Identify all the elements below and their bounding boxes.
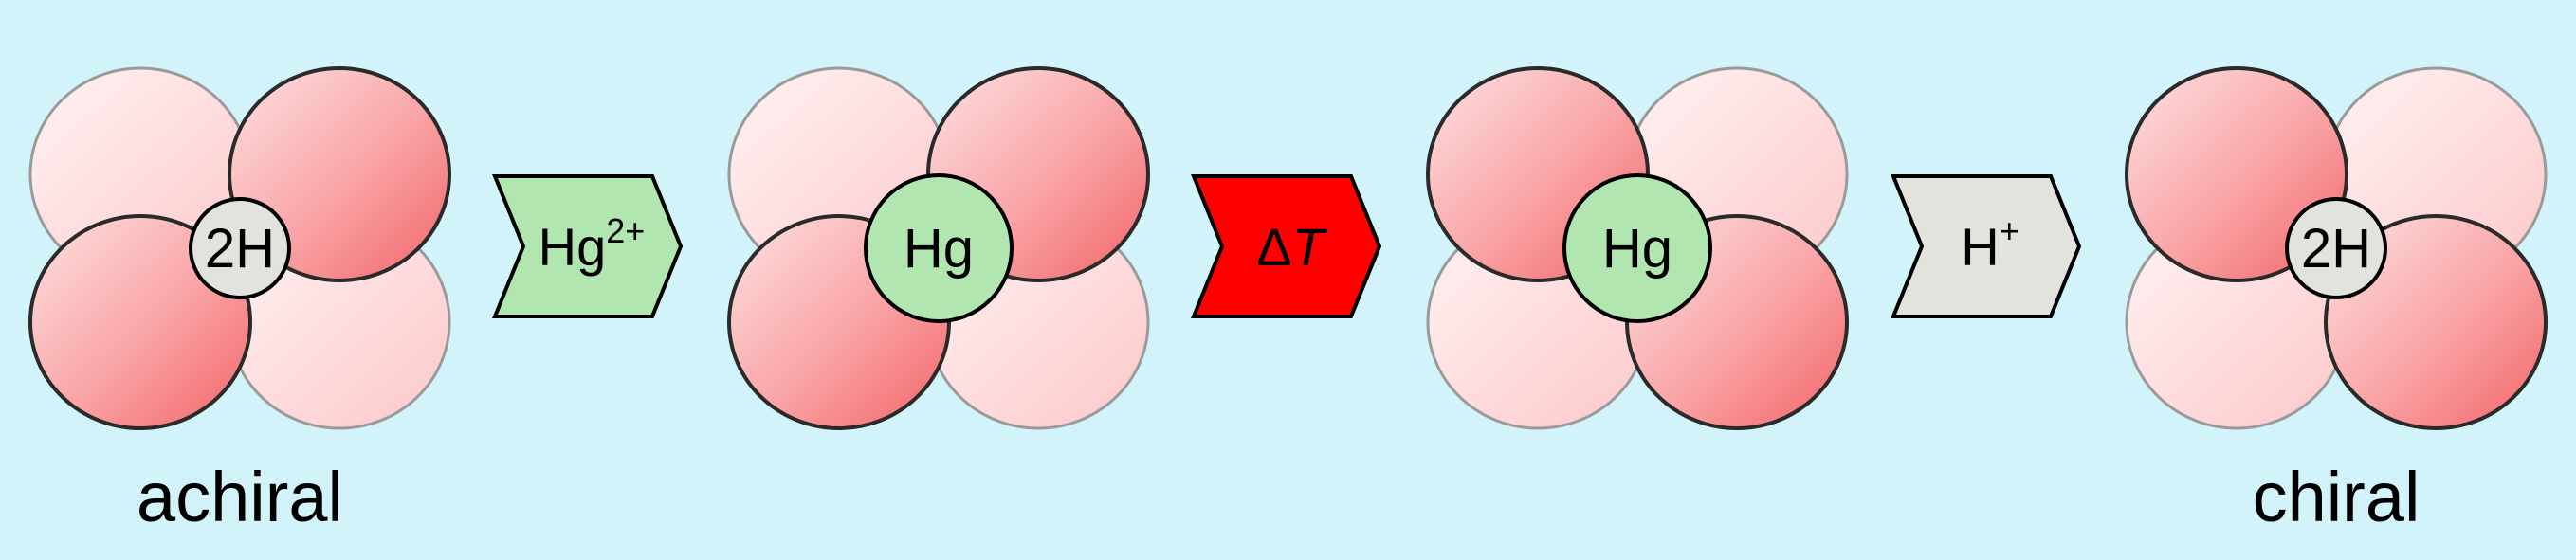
molecule-center-label: Hg — [1602, 218, 1672, 280]
reaction-step-1: Hg2+ — [492, 174, 684, 318]
step-arrow-shape — [492, 174, 684, 318]
molecule-center-circle — [2285, 197, 2387, 299]
molecule-center-circle — [189, 197, 291, 299]
step-arrow-shape — [1891, 174, 2082, 318]
molecule-3: Hg — [1426, 66, 1849, 430]
molecule-center-label: 2H — [2301, 218, 2371, 280]
molecule-1: 2H achiral — [28, 66, 451, 536]
porphyrin-lobes — [727, 66, 1150, 430]
porphyrin-lobes — [1426, 66, 1849, 430]
molecule-center-label: 2H — [205, 218, 275, 280]
molecule-2: Hg — [727, 66, 1150, 430]
step-arrow-shape — [1191, 174, 1382, 318]
step-label: Hg2+ — [539, 211, 646, 277]
molecule-center-circle — [864, 173, 1014, 323]
reaction-step-2: ΔT — [1191, 174, 1382, 318]
molecule-label: achiral — [137, 458, 343, 536]
molecule-label: chiral — [2253, 458, 2421, 536]
molecule-center-circle — [1562, 173, 1712, 323]
reaction-step-3: H+ — [1891, 174, 2082, 318]
molecule-center-label: Hg — [904, 218, 974, 280]
molecule-4: 2H chiral — [2125, 66, 2548, 536]
step-label: ΔT — [1256, 217, 1327, 277]
step-label: H+ — [1961, 211, 2019, 277]
